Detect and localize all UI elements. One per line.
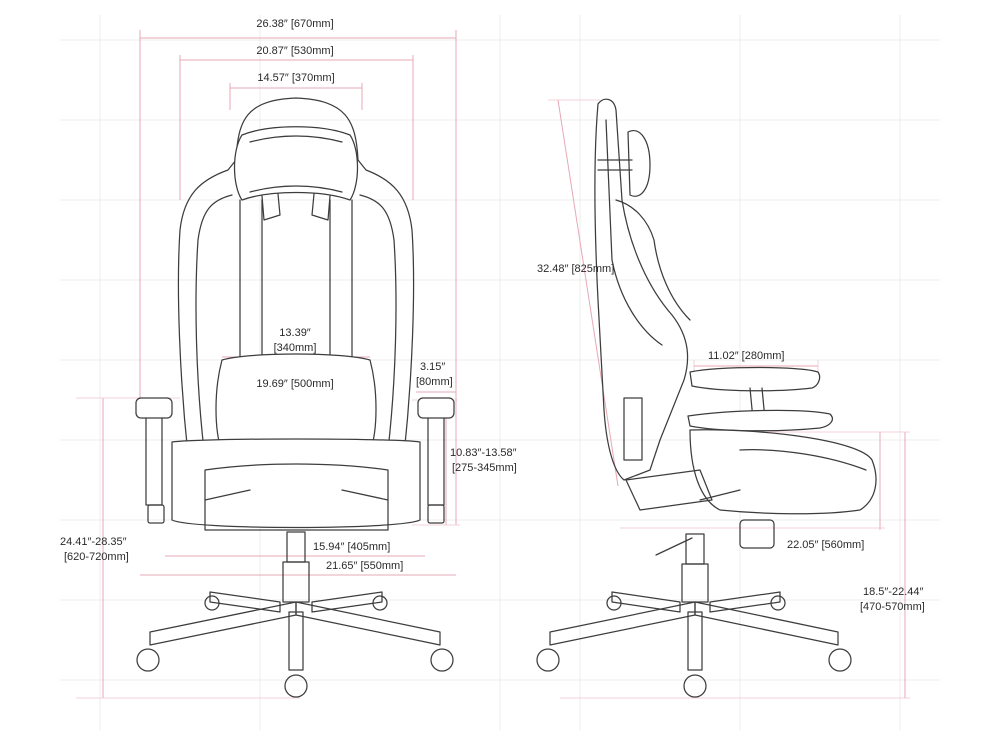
left-armrest-pad [135, 397, 173, 419]
headrest-width-label: 14.57″ [370mm] [257, 72, 334, 84]
front-view-chair [135, 97, 455, 698]
base-leg [149, 601, 297, 646]
seat-height-inch-label: 18.5″-22.44″ [863, 586, 923, 598]
side-view-chair [536, 98, 877, 698]
right-armrest-pad [417, 397, 455, 419]
side-headrest [627, 130, 651, 197]
backrest-width-label: 20.87″ [530mm] [256, 45, 333, 57]
seat-height-mm-label: [470-570mm] [860, 601, 925, 613]
armrest-height-mm-label: [275-345mm] [452, 462, 517, 474]
armrest-width-inch-label: 3.15″ [420, 361, 445, 373]
backrest-outline [177, 97, 415, 456]
backrest-height-label: 32.48″ [825mm] [537, 263, 614, 275]
lumbar-width-mm-label: [340mm] [274, 342, 317, 354]
armrest-length-label: 11.02″ [280mm] [708, 350, 784, 362]
base-width-label: 21.65″ [550mm] [326, 560, 403, 572]
side-backrest [594, 98, 689, 481]
front-dimension-labels: 26.38″ [670mm] 20.87″ [530mm] 14.57″ [37… [60, 18, 517, 572]
armrest-height-inch-label: 10.83″-13.58″ [450, 447, 517, 459]
seat-width-label: 19.69″ [500mm] [256, 378, 333, 390]
side-dimension-labels: 32.48″ [825mm] 11.02″ [280mm] 22.05″ [56… [537, 263, 925, 613]
seat-length-label: 22.05″ [560mm] [787, 539, 864, 551]
armrest-width-mm-label: [80mm] [416, 376, 453, 388]
headrest-pillow [233, 126, 359, 201]
lumbar-width-inch-label: 13.39″ [279, 327, 311, 339]
seat-depth-label: 15.94″ [405mm] [313, 541, 390, 553]
side-dimension-lines [548, 99, 910, 699]
seat-cushion [171, 438, 421, 529]
arm-floor-height-inch-label: 24.41″-28.35″ [60, 536, 127, 548]
arm-floor-height-mm-label: [620-720mm] [64, 551, 129, 563]
side-seat [689, 429, 877, 515]
overall-width-label: 26.38″ [670mm] [256, 18, 333, 30]
side-armrest [689, 366, 821, 392]
